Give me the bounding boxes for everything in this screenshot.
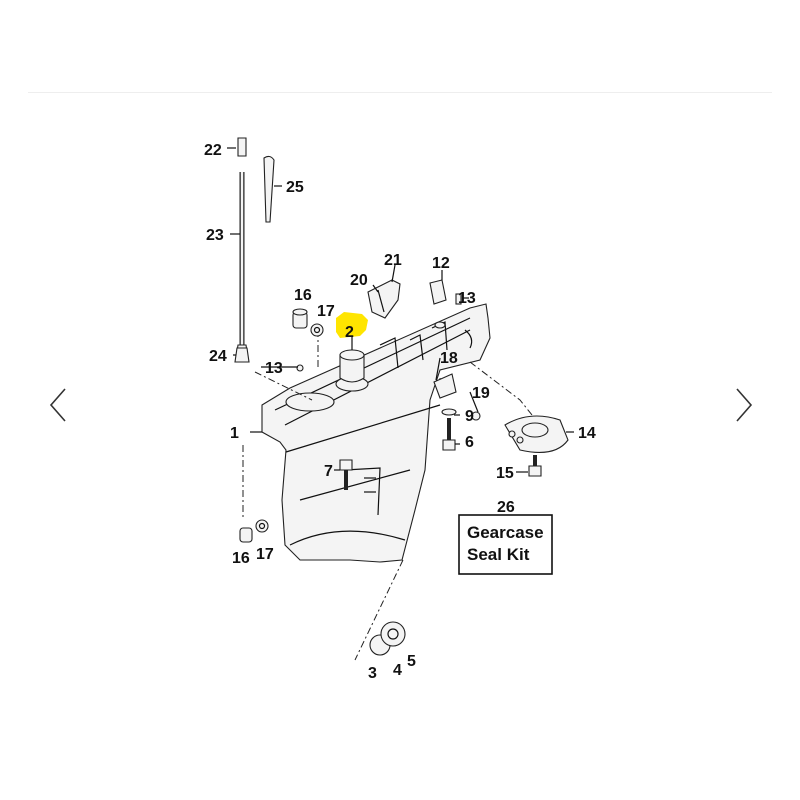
callout-18[interactable]: 18 (440, 350, 458, 367)
nut (471, 411, 481, 421)
callout-16-lower[interactable]: 16 (232, 550, 250, 567)
bolt-6 (442, 418, 456, 451)
callout-17-lower[interactable]: 17 (256, 546, 274, 563)
callout-19[interactable]: 19 (472, 385, 490, 402)
prev-image-button[interactable] (44, 382, 72, 428)
callout-13-upper[interactable]: 13 (458, 290, 476, 307)
callout-1[interactable]: 1 (230, 425, 239, 442)
callout-16-upper[interactable]: 16 (294, 287, 312, 304)
callout-17-upper[interactable]: 17 (317, 303, 335, 320)
callout-22[interactable]: 22 (204, 142, 222, 159)
shift-pin (263, 155, 275, 223)
trim-tab-anode (504, 415, 569, 453)
callout-3[interactable]: 3 (368, 665, 377, 682)
callout-15[interactable]: 15 (496, 465, 514, 482)
kit-box-line1: Gearcase (467, 523, 544, 542)
chevron-left-icon (49, 388, 66, 422)
plug-seal-upper (292, 308, 324, 337)
callout-2[interactable]: 2 (345, 324, 354, 341)
rod-fitting (234, 347, 250, 363)
callout-13-lower[interactable]: 13 (265, 360, 283, 377)
washer (441, 408, 457, 416)
chevron-right-icon (736, 388, 753, 422)
gearcase-housing (261, 303, 491, 563)
top-divider (28, 92, 772, 93)
callout-6[interactable]: 6 (465, 434, 474, 451)
callout-5[interactable]: 5 (407, 653, 416, 670)
callout-23[interactable]: 23 (206, 227, 224, 244)
gearcase-seal-kit-box[interactable]: Gearcase Seal Kit (458, 514, 553, 575)
drain-assembly (369, 621, 406, 656)
callout-14[interactable]: 14 (578, 425, 596, 442)
bolt-7 (339, 459, 353, 490)
block (433, 373, 457, 399)
kit-box-line2: Seal Kit (467, 545, 530, 564)
callout-4[interactable]: 4 (393, 662, 402, 679)
callout-25[interactable]: 25 (286, 179, 304, 196)
rod-clip (237, 137, 247, 157)
next-image-button[interactable] (730, 382, 758, 428)
highlight-part-2 (336, 312, 368, 338)
bolt-15 (528, 455, 542, 477)
callout-21[interactable]: 21 (384, 252, 402, 269)
callout-24[interactable]: 24 (209, 348, 227, 365)
callout-20[interactable]: 20 (350, 272, 368, 289)
callout-12[interactable]: 12 (432, 255, 450, 272)
screw-upper (455, 293, 462, 305)
callout-7[interactable]: 7 (324, 463, 333, 480)
callout-26[interactable]: 26 (497, 499, 515, 516)
plug-seal-lower (239, 519, 269, 543)
plate (429, 279, 447, 305)
shift-rod (235, 172, 249, 359)
callout-9[interactable]: 9 (465, 408, 474, 425)
